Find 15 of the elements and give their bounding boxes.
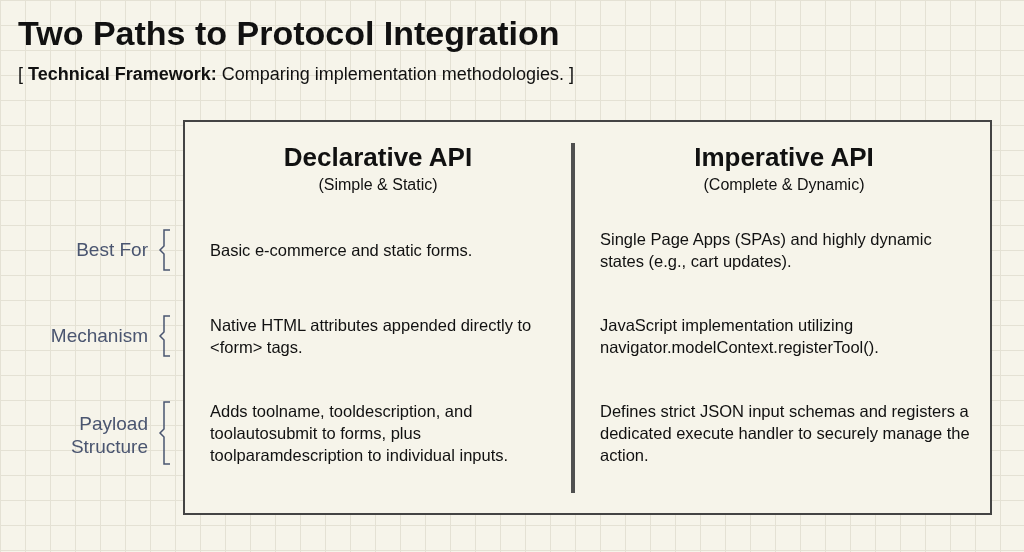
title: Two Paths to Protocol Integration (18, 14, 560, 53)
table-cell-text: Single Page Apps (SPAs) and highly dynamic states (e.g., cart updates). (600, 229, 933, 272)
table-cell-text: Defines strict JSON input schemas and registers a dedicated execute handler to securely manage the action. (600, 401, 971, 466)
column-heading: Imperative API (693, 142, 875, 173)
table-cell-text: Basic e-commerce and static forms. (210, 240, 474, 261)
table-cell-text: Adds toolname, tooldescription, and toolautosubmit to forms, plus toolparamdescription to individual inputs. (210, 401, 510, 466)
table-cell-text: JavaScript implementation utilizing navigator.modelContext.registerTool(). (600, 315, 880, 358)
table-cell-text: Native HTML attributes appended directly to <form> tags. (210, 315, 533, 358)
column-heading: Declarative API (282, 142, 474, 173)
row-label: Best For (75, 238, 148, 261)
column-subheading: (Simple & Static) (317, 176, 439, 194)
column-subheading: (Complete & Dynamic) (702, 176, 866, 194)
row-label: Payload Structure (69, 412, 148, 458)
subtitle: [ Technical Framework: Comparing implementation methodologies. ] (18, 64, 574, 85)
row-label: Mechanism (49, 324, 148, 347)
